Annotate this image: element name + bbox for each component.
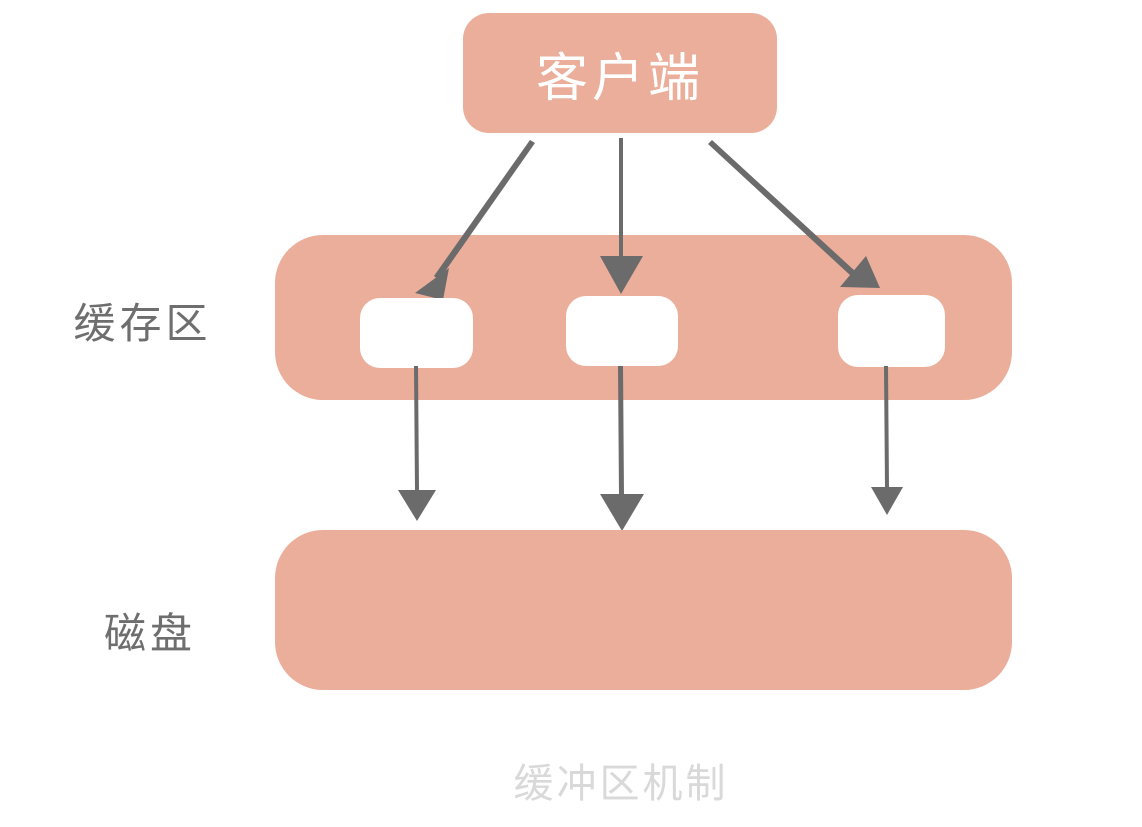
- buffer-slot-1-to-disk-arrow: [398, 366, 436, 521]
- arrow-shaft: [619, 138, 623, 268]
- client-node[interactable]: [463, 13, 777, 133]
- arrow-shaft: [884, 366, 889, 488]
- arrow-shaft: [414, 366, 419, 491]
- arrow-head: [600, 256, 643, 294]
- client-to-buffer-slot-1-arrow: [415, 140, 535, 300]
- buffer-slot-2[interactable]: [566, 296, 678, 366]
- arrow-head: [600, 494, 644, 531]
- arrow-head: [871, 487, 903, 515]
- buffer-slot-2-to-disk-arrow: [600, 366, 644, 531]
- buffer-slot-1[interactable]: [360, 298, 473, 368]
- arrow-shaft: [434, 140, 535, 280]
- arrow-head: [415, 268, 449, 300]
- disk-band[interactable]: [275, 530, 1012, 690]
- client-to-buffer-slot-2-arrow: [600, 138, 643, 294]
- arrow-head: [398, 490, 436, 521]
- buffer-slot-3[interactable]: [838, 295, 945, 367]
- arrow-head: [840, 256, 880, 288]
- buffer-slot-3-to-disk-arrow: [871, 366, 903, 515]
- client-to-buffer-slot-3-arrow: [708, 140, 880, 288]
- arrow-shaft: [708, 140, 855, 276]
- arrow-shaft: [618, 366, 624, 496]
